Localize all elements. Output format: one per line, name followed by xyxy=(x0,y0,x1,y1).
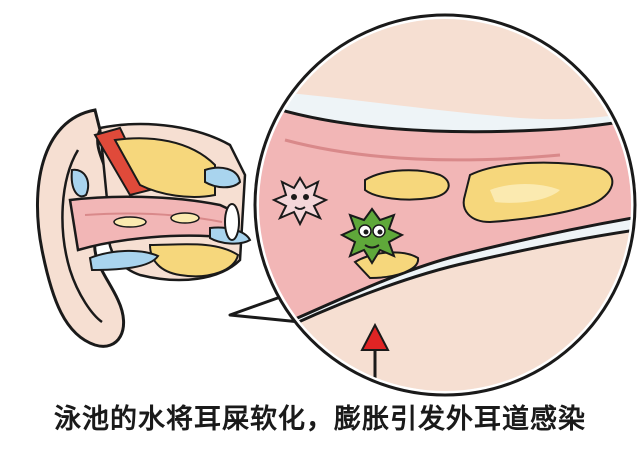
outer-ear xyxy=(36,108,252,348)
earwax-large-1 xyxy=(364,169,450,201)
earwax-light xyxy=(490,184,560,203)
caption-text: 泳池的水将耳屎软化，膨胀引发外耳道感染 xyxy=(54,404,586,435)
pinna-inner-fold xyxy=(61,149,103,324)
earwax-small-2 xyxy=(170,212,200,224)
eardrum xyxy=(224,203,240,241)
earwax-small-1 xyxy=(113,216,147,228)
yellow-fat-bottom xyxy=(148,243,240,278)
magnifier-bubble xyxy=(228,13,637,397)
water-blob-2 xyxy=(88,249,160,272)
germ-green xyxy=(339,207,405,265)
canal-large xyxy=(259,97,631,343)
germ-pink xyxy=(271,176,329,227)
yellow-fat-top xyxy=(113,137,216,198)
water-blob-3 xyxy=(204,166,242,189)
water-blob-1 xyxy=(70,168,90,198)
ear-canal-inner-line xyxy=(84,212,223,223)
canal-inner-stripe xyxy=(284,138,561,162)
